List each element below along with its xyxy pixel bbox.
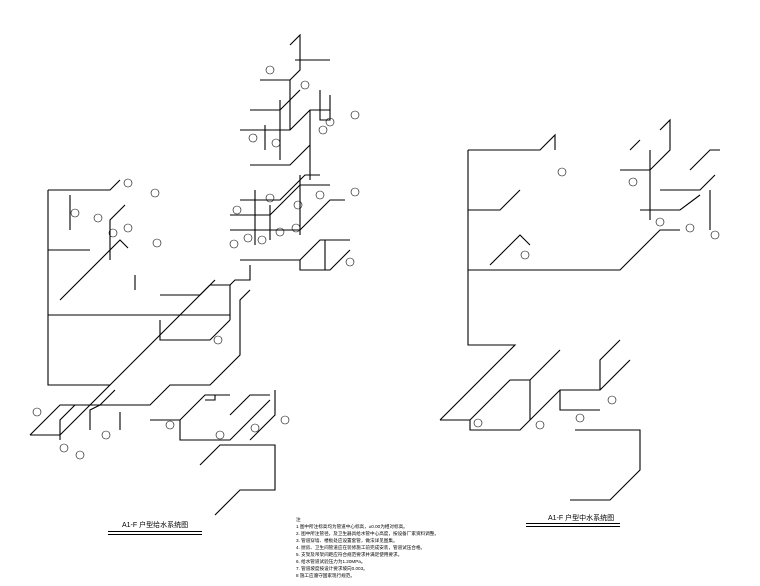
right-title-underline (526, 523, 620, 527)
note-item: 4. 厨房、卫生间管道应在装修施工前完成安装，管道试压合格。 (296, 545, 426, 550)
right-reclaimed-water-diagram (439, 118, 720, 501)
left-fixture-markers (32, 65, 360, 460)
note-item: 8 施工应遵守国家现行规范。 (296, 573, 355, 578)
note-item: 1 图中所注标高均为管道中心标高，±0.00为相对标高。 (296, 524, 408, 529)
right-fixture-markers (473, 167, 720, 430)
right-drawing-title: A1-F 户型中水系统图 (548, 515, 615, 522)
left-title-underline (108, 531, 202, 535)
note-item: 7. 管道坡度按设计要求坡向0.003。 (296, 566, 368, 571)
note-item: 3. 管道穿墙、楼板处应设置套管，做法详见图集。 (296, 538, 398, 543)
left-drawing-title: A1-F 户型给水系统图 (122, 522, 189, 529)
notes-heading: 注 (296, 517, 301, 522)
design-notes: 注 1 图中所注标高均为管道中心标高，±0.00为相对标高。 2. 图中所注管径… (296, 516, 439, 579)
note-item: 2. 图中所注管径，及卫生器具给水管中心高度，按设备厂家资料调整。 (296, 531, 439, 536)
note-item: 6. 给水管道试验压力为1.20MPa。 (296, 559, 366, 564)
left-water-supply-diagram (29, 33, 351, 516)
note-item: 5. 支架及吊架间距应符合规范要求并满足使用要求。 (296, 552, 403, 557)
